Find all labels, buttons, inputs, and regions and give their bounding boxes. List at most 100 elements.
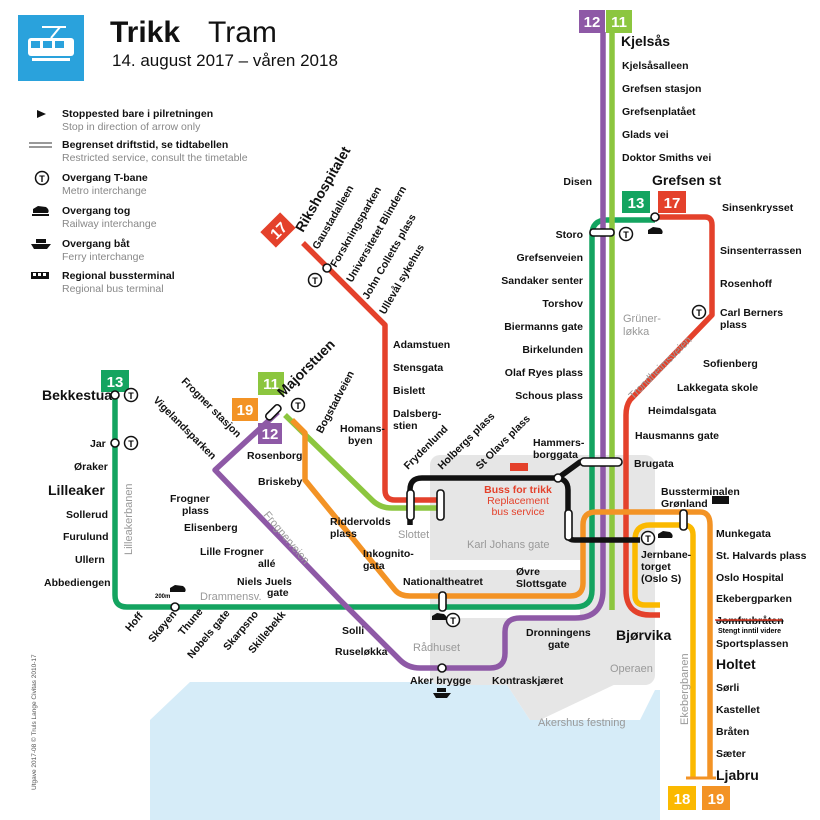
station-bekkestua[interactable]: Bekkestua: [42, 387, 112, 403]
line-13-west-stations[interactable]: Bekkestua Jar Øraker Lilleaker Sollerud …: [42, 387, 288, 661]
line-11-west-badge[interactable]: 11: [258, 372, 284, 395]
station[interactable]: Doktor Smiths vei: [622, 152, 711, 164]
station[interactable]: Hausmanns gate: [635, 430, 719, 442]
station[interactable]: (Oslo S): [641, 573, 681, 585]
label[interactable]: 11: [263, 376, 279, 393]
line-19-west-stations[interactable]: Majorstuen Bogstadveien Homans- byen Ros…: [247, 336, 414, 572]
station-lilleaker[interactable]: Lilleaker: [48, 482, 105, 498]
line-13-west-badge[interactable]: 13: [101, 370, 129, 392]
centre-stations[interactable]: Nationaltheatret Øvre Slottsgate Dronnin…: [403, 486, 740, 651]
station[interactable]: Lille Frogner: [200, 546, 264, 558]
station[interactable]: Furulund: [63, 531, 109, 543]
station[interactable]: Inkognito-: [363, 548, 414, 560]
station-grefsen-st[interactable]: Grefsen st: [652, 172, 722, 188]
station[interactable]: stien: [393, 420, 418, 432]
station-kjelsas[interactable]: Kjelsås: [621, 33, 670, 49]
station[interactable]: Dalsberg-: [393, 408, 442, 420]
station[interactable]: Olaf Ryes plass: [505, 367, 583, 379]
station[interactable]: Stensgata: [393, 362, 443, 374]
line-17-north-stations[interactable]: Rikshospitalet Gaustadalleen Forskningsp…: [292, 143, 585, 472]
line-12-route[interactable]: [212, 32, 606, 671]
closed-notice[interactable]: Stengt inntil videre: [718, 628, 781, 635]
station[interactable]: Sofienberg: [703, 358, 758, 370]
station[interactable]: Niels Juels: [237, 576, 292, 588]
station[interactable]: Bussterminalen: [661, 486, 740, 498]
label[interactable]: 19: [237, 402, 254, 419]
station[interactable]: Kontraskjæret: [492, 675, 564, 687]
station[interactable]: Sinsenkrysset: [722, 202, 794, 214]
line-19-west-badge[interactable]: 19: [232, 398, 258, 421]
station[interactable]: Sollerud: [66, 509, 108, 521]
label[interactable]: 12: [584, 14, 601, 31]
station[interactable]: Heimdalsgata: [648, 405, 716, 417]
station[interactable]: Grefsenveien: [516, 252, 583, 264]
station[interactable]: Øraker: [74, 461, 108, 473]
label[interactable]: 12: [262, 426, 279, 443]
station[interactable]: Munkegata: [716, 528, 771, 540]
station[interactable]: Glads vei: [622, 129, 669, 141]
line-13-stations[interactable]: Storo Grefsenveien Sandaker senter Torsh…: [501, 229, 583, 402]
station[interactable]: Sæter: [716, 748, 746, 760]
station[interactable]: Skøyen: [146, 609, 179, 645]
station[interactable]: Kjelsåsalleen: [622, 60, 689, 72]
station[interactable]: Briskeby: [258, 476, 303, 488]
station[interactable]: Jar: [90, 438, 106, 450]
station[interactable]: Ullern: [75, 554, 105, 566]
station[interactable]: borggata: [533, 449, 578, 461]
line-19-route[interactable]: [290, 418, 713, 778]
station[interactable]: Carl Berners: [720, 307, 783, 319]
station[interactable]: Dronningens: [526, 627, 591, 639]
station[interactable]: plass: [182, 505, 209, 517]
station[interactable]: Homans-: [340, 423, 385, 435]
station[interactable]: Storo: [556, 229, 583, 241]
label[interactable]: 19: [708, 791, 725, 808]
station-closed[interactable]: Jomfrubråten: [716, 615, 784, 627]
line-13-badge[interactable]: 13: [622, 191, 650, 213]
station-bjorvika[interactable]: Bjørvika: [616, 627, 671, 643]
station[interactable]: Disen: [563, 176, 592, 188]
line-13-route[interactable]: [112, 217, 655, 610]
station[interactable]: Schous plass: [515, 390, 583, 402]
line-11-badge[interactable]: 11: [606, 10, 632, 33]
station[interactable]: plass: [330, 528, 357, 540]
station[interactable]: Kastellet: [716, 704, 760, 716]
station[interactable]: Grefsenplatået: [622, 106, 696, 118]
station[interactable]: Grefsen stasjon: [622, 83, 701, 95]
station[interactable]: Bråten: [716, 726, 749, 738]
station[interactable]: Sørli: [716, 682, 739, 694]
station[interactable]: Frogner: [170, 493, 210, 505]
label[interactable]: 17: [664, 195, 681, 212]
station[interactable]: Rosenhoff: [720, 278, 772, 290]
label[interactable]: 13: [628, 195, 645, 212]
station[interactable]: Oslo Hospital: [716, 572, 784, 584]
station[interactable]: gate: [548, 639, 570, 651]
station[interactable]: Ruseløkka: [335, 646, 388, 658]
line-17-north-badge[interactable]: 17: [260, 212, 296, 248]
line-17-east-route[interactable]: [623, 214, 715, 618]
station[interactable]: torget: [641, 561, 671, 573]
station[interactable]: gata: [363, 560, 385, 572]
station[interactable]: Birkelunden: [522, 344, 583, 356]
station[interactable]: Adamstuen: [393, 339, 450, 351]
station[interactable]: byen: [348, 435, 373, 447]
label[interactable]: 13: [107, 374, 124, 391]
line-17-badge[interactable]: 17: [658, 191, 686, 213]
station[interactable]: Brugata: [634, 458, 674, 470]
station-majorstuen[interactable]: Majorstuen: [274, 336, 338, 400]
station[interactable]: gate: [267, 587, 289, 599]
station[interactable]: Jernbane-: [641, 549, 692, 561]
station[interactable]: Hoff: [123, 610, 146, 634]
line-12-west-badge[interactable]: 12: [258, 423, 282, 444]
station[interactable]: Hammers-: [533, 437, 585, 449]
station[interactable]: Slottsgate: [516, 578, 567, 590]
station[interactable]: Ekebergparken: [716, 593, 792, 605]
line-19-badge[interactable]: 19: [702, 786, 730, 810]
line-11-west-route[interactable]: [283, 413, 440, 511]
station[interactable]: Biermanns gate: [504, 321, 583, 333]
station[interactable]: Rosenborg: [247, 450, 302, 462]
line-12-badge[interactable]: 12: [579, 10, 605, 33]
station[interactable]: Bislett: [393, 385, 426, 397]
station[interactable]: Riddervolds: [330, 516, 391, 528]
line-17-north-route[interactable]: [301, 241, 440, 503]
station[interactable]: Sandaker senter: [501, 275, 583, 287]
